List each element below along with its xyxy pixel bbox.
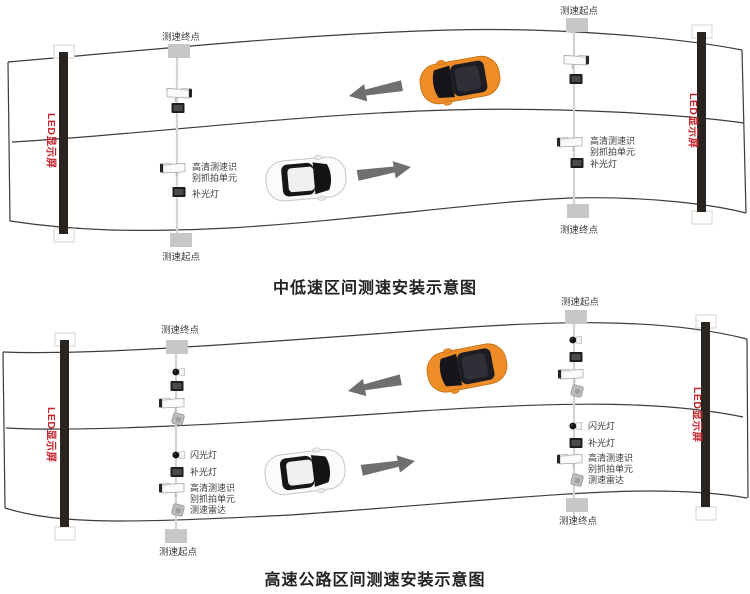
road-top-edge	[7, 28, 743, 63]
fill-light-icon	[170, 467, 184, 477]
fill-light-icon	[170, 381, 184, 391]
led-screen-left: LED显示屏	[45, 332, 76, 541]
led-screen-bar	[59, 52, 68, 234]
speed-camera-icon	[167, 88, 192, 102]
camera-label: 高清测速识	[190, 482, 235, 493]
camera-label: 高清测速识	[192, 161, 237, 172]
road-top-edge	[2, 322, 748, 354]
road-right-cut	[746, 338, 749, 499]
measure-point-marker	[567, 204, 589, 218]
measure-end-label: 测速终点	[559, 515, 598, 527]
led-screen-right: LED显示屏	[691, 314, 717, 521]
flash-light-icon	[171, 451, 185, 459]
led-mount-bottom	[695, 506, 717, 521]
road	[2, 322, 749, 522]
speed-camera-icon	[564, 55, 589, 69]
white-car	[262, 444, 348, 500]
measure-point-marker	[170, 233, 192, 247]
orange-car	[416, 50, 504, 110]
direction-arrow-right	[360, 452, 416, 479]
highway-diagram: LED显示屏 LED显示屏 测速终点 闪光灯 补光灯 高清测速识 别抓拍单元	[2, 297, 749, 558]
right-pole-assembly: 测速起点 闪光灯 补光灯 高清测速识 别抓拍单元 测速雷达 测速终点	[556, 297, 633, 527]
radar-label: 测速雷达	[588, 474, 624, 485]
camera-label: 别抓拍单元	[590, 146, 635, 157]
speed-camera-icon	[556, 453, 583, 469]
medium-low-speed-diagram: LED显示屏 LED显示屏 测速终点 高清测速识 别抓拍单元 补光灯 测速起点	[7, 6, 747, 263]
measure-end-label: 测速终点	[162, 31, 201, 43]
measure-point-marker	[166, 340, 188, 354]
fill-light-label: 补光灯	[588, 437, 615, 448]
flash-light-label: 闪光灯	[588, 420, 615, 431]
fill-light-icon	[569, 438, 583, 448]
direction-arrow-left	[346, 371, 403, 400]
radar-icon	[170, 502, 186, 518]
diagram-title-highway: 高速公路区间测速安装示意图	[264, 572, 486, 589]
right-pole-assembly: 测速起点 高清测速识 别抓拍单元 补光灯 测速终点	[556, 6, 635, 236]
camera-label: 高清测速识	[590, 135, 635, 146]
road-left-cut	[7, 61, 11, 222]
road-right-cut	[741, 49, 747, 214]
flash-light-icon	[171, 368, 185, 376]
fill-light-icon	[569, 352, 583, 362]
measure-start-label: 测速起点	[560, 6, 599, 17]
camera-label: 别抓拍单元	[192, 172, 237, 183]
measure-start-label: 测速起点	[159, 547, 198, 558]
flash-light-icon	[568, 422, 582, 430]
fill-light-label: 补光灯	[590, 158, 617, 169]
speed-camera-icon	[159, 162, 186, 178]
measure-end-label: 测速终点	[560, 224, 599, 236]
road	[7, 28, 747, 232]
road-bottom-edge	[4, 490, 748, 522]
led-screen-bar	[60, 340, 69, 527]
direction-arrow-left	[347, 77, 404, 105]
measure-point-marker	[165, 529, 187, 543]
fill-light-icon	[569, 74, 583, 84]
speed-camera-icon	[158, 397, 185, 413]
speed-camera-icon	[158, 482, 185, 498]
led-screen-label: LED显示屏	[45, 407, 57, 463]
measure-start-label: 测速起点	[162, 252, 201, 263]
flash-light-icon	[568, 336, 582, 344]
measure-point-marker	[566, 18, 588, 32]
measure-point-marker	[565, 310, 587, 324]
led-mount-bottom	[54, 526, 76, 541]
fill-light-icon	[570, 158, 584, 168]
camera-label: 别抓拍单元	[588, 463, 633, 474]
led-screen-label: LED显示屏	[45, 113, 57, 169]
fill-light-label: 补光灯	[190, 466, 217, 477]
fill-light-label: 补光灯	[192, 188, 219, 199]
fill-light-icon	[171, 103, 185, 113]
direction-arrow-right	[356, 158, 412, 185]
measure-start-label: 测速起点	[561, 297, 600, 308]
radar-icon	[170, 411, 186, 427]
measure-point-marker	[168, 44, 190, 58]
road-left-cut	[2, 351, 6, 509]
led-screen-bar	[701, 322, 710, 507]
orange-car	[422, 337, 512, 399]
led-screen-label: LED显示屏	[691, 387, 703, 443]
measure-point-marker	[566, 498, 588, 512]
diagram-title-medium-low-speed: 中低速区间测速安装示意图	[272, 280, 477, 297]
speed-camera-icon	[557, 368, 584, 384]
measure-end-label: 测速终点	[161, 324, 200, 336]
left-pole-assembly: 测速终点 高清测速识 别抓拍单元 补光灯 测速起点	[159, 31, 237, 263]
road-middle-line	[5, 403, 744, 430]
radar-icon	[569, 383, 585, 399]
led-screen-left: LED显示屏	[45, 44, 75, 243]
led-screen-label: LED显示屏	[687, 93, 699, 149]
camera-label: 别抓拍单元	[190, 493, 235, 504]
fill-light-icon	[172, 187, 186, 197]
road-middle-line	[11, 108, 745, 143]
white-car	[263, 152, 349, 206]
led-screen-bar	[697, 32, 706, 212]
led-mount-bottom	[691, 210, 713, 225]
camera-label: 高清测速识	[588, 452, 633, 463]
flash-light-label: 闪光灯	[190, 449, 217, 460]
left-pole-assembly: 测速终点 闪光灯 补光灯 高清测速识 别抓拍单元 测速雷达 测速起点	[158, 324, 235, 558]
speed-camera-icon	[556, 136, 583, 152]
radar-label: 测速雷达	[190, 504, 226, 515]
radar-icon	[569, 472, 585, 488]
led-screen-right: LED显示屏	[687, 24, 713, 225]
road-bottom-edge	[9, 197, 747, 232]
